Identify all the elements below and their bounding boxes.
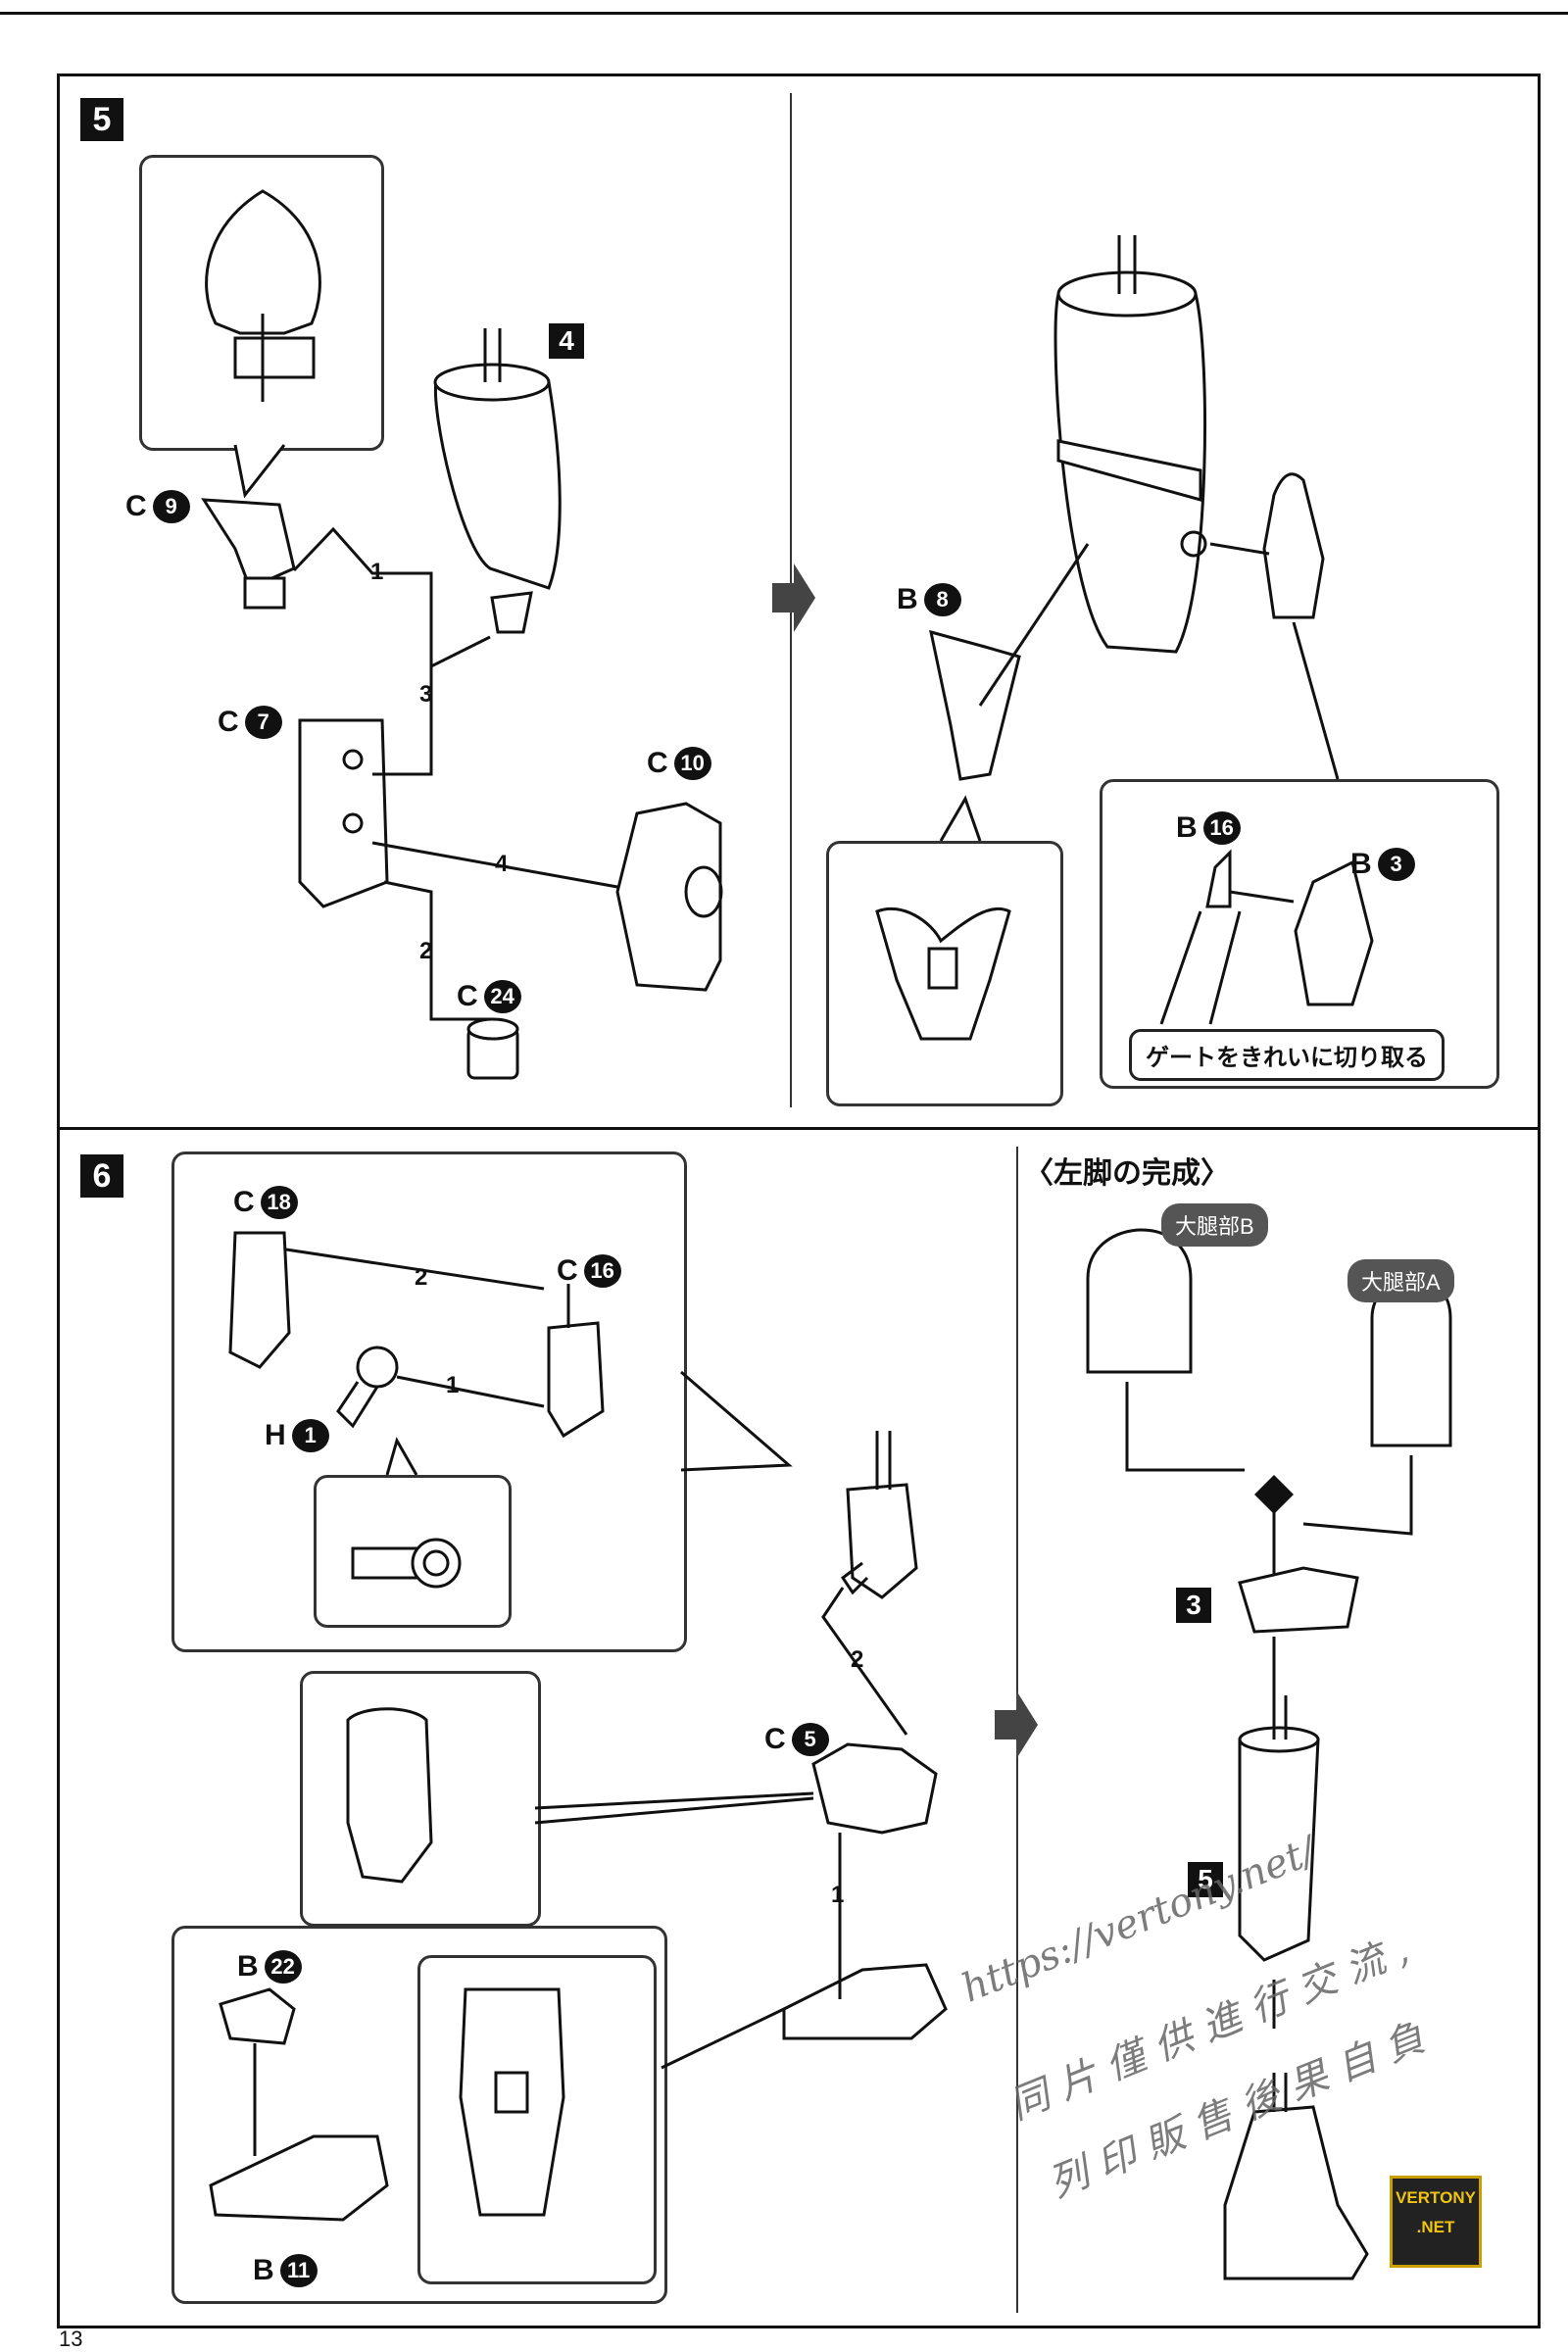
order-6-1b: 1	[831, 1882, 845, 1908]
order-6-2b: 2	[851, 1646, 864, 1673]
order-6-2a: 2	[415, 1264, 428, 1291]
gate-note: ゲートをきれいに切り取る	[1129, 1029, 1445, 1081]
order-3: 3	[419, 681, 433, 708]
step5-number: 5	[80, 98, 123, 141]
thigh-b-tag: 大腿部B	[1161, 1203, 1268, 1247]
subassembly-3: 3	[1176, 1588, 1211, 1623]
vertony-logo: VERTONY .NET	[1390, 2176, 1482, 2268]
step5-subassembly-4: 4	[549, 323, 584, 359]
order-1: 1	[370, 559, 384, 585]
page-number: 13	[59, 2327, 83, 2351]
order-2: 2	[419, 938, 433, 964]
thigh-a-tag: 大腿部A	[1348, 1259, 1454, 1302]
step6-number: 6	[80, 1154, 123, 1198]
order-6-1a: 1	[446, 1372, 460, 1398]
step6-completion-title: 〈左脚の完成〉	[1024, 1157, 1230, 1190]
subassembly-5: 5	[1188, 1862, 1223, 1897]
order-4: 4	[495, 851, 509, 877]
top-rule	[0, 12, 1568, 15]
